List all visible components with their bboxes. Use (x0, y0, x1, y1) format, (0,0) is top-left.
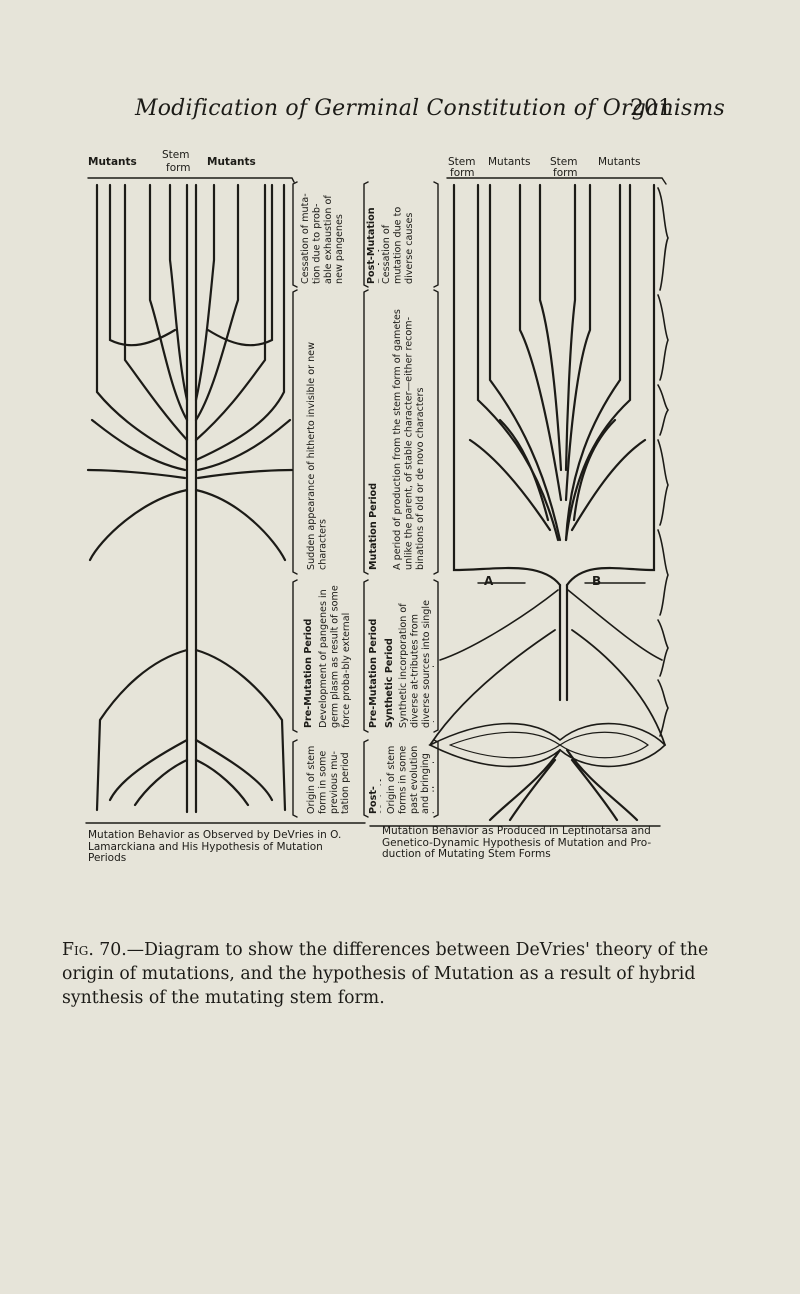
devries-pre-mutation-text: Development of pangenes in germ plasm as… (318, 585, 352, 728)
right-header-form-2: form (553, 167, 578, 179)
figure-caption-text: —Diagram to show the differences between… (62, 940, 709, 1008)
left-top-bracket (87, 177, 295, 183)
genetico-pre-mutation-title: Pre-Mutation Period (368, 618, 379, 728)
genetico-synthetic-title: Synthetic Period (384, 638, 395, 728)
running-title: Modification of Germinal Constitution of… (135, 96, 725, 121)
genetico-column-brackets (363, 181, 439, 818)
left-header-mutants-left: Mutants (88, 156, 137, 168)
left-header-form: form (166, 162, 191, 174)
left-header-stem: Stem (162, 149, 190, 161)
label-b: B (592, 574, 602, 588)
figure-diagram (85, 177, 670, 827)
devries-column-brackets (292, 181, 298, 818)
right-header-form-1: form (450, 167, 475, 179)
figure-label: Fig. 70. (62, 940, 127, 960)
genetico-caption: Mutation Behavior as Produced in Leptino… (382, 825, 652, 860)
devries-mutation-text: Sudden appearance of hitherto invisible … (306, 342, 329, 570)
right-top-bracket (446, 177, 667, 185)
right-header-mutants-2: Mutants (598, 156, 641, 168)
page-number: 201 (630, 96, 672, 121)
devries-origin-text: Origin of stem form in some previous mu-… (306, 745, 352, 814)
devries-tree (86, 183, 294, 814)
right-header-stem-2: Stem (550, 156, 578, 168)
devries-post-mutation-text: Cessation of muta-tion due to prob-able … (300, 193, 346, 284)
genetico-mutation-title: Mutation Period (368, 482, 379, 570)
genetico-post-mutation2-title: Post-Mutation Period (368, 765, 381, 814)
figure-caption: Fig. 70.—Diagram to show the differences… (62, 938, 742, 1010)
left-header-mutants-right: Mutants (207, 156, 256, 168)
genetico-synthetic-text: Synthetic incorporation of diverse at-tr… (398, 600, 434, 728)
genetico-tree (428, 183, 667, 822)
devries-caption: Mutation Behavior as Observed by DeVries… (88, 829, 342, 864)
genetico-post-mutation-title: Post-Mutation Period (366, 207, 379, 284)
genetico-origin-text: Origin of stem forms in some past evolut… (386, 745, 434, 814)
genetico-mutation-text: A period of production from the stem for… (392, 309, 426, 570)
right-header-stem-1: Stem (448, 156, 476, 168)
right-header-mutants-1: Mutants (488, 156, 531, 168)
right-edge-braces (657, 187, 670, 737)
genetico-post-mutation-text: Cessation of mutation due to diverse cau… (381, 206, 415, 284)
devries-pre-mutation-title: Pre-Mutation Period (303, 618, 314, 728)
label-a: A (484, 574, 494, 588)
running-head: Modification of Germinal Constitution of… (0, 96, 800, 128)
